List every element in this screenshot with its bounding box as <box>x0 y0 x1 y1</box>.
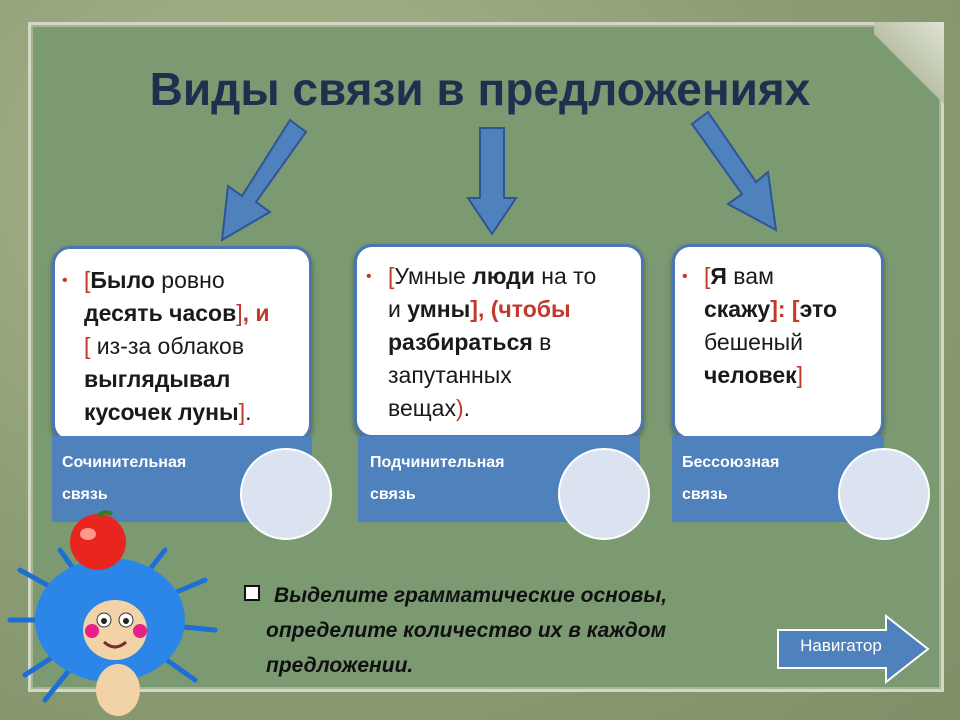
category-label-compound: Сочинительная связь <box>62 454 187 503</box>
navigator-button-label[interactable]: Навигатор <box>800 636 882 655</box>
navigator-button[interactable] <box>776 614 930 684</box>
task-line-2: определите количество их в каждом <box>266 619 667 642</box>
decorative-circle-asyndetic <box>838 448 930 540</box>
card-compound <box>52 246 312 442</box>
left-down-arrow-icon <box>220 118 308 242</box>
bullet-icon: • <box>62 272 68 289</box>
task-instructions: Выделите грамматические основы, определи… <box>246 578 786 683</box>
decorative-circle-compound <box>240 448 332 540</box>
checkbox-icon <box>244 585 260 601</box>
sentence-compound: • [Было ровно десять часов], и [ из-за о… <box>62 264 308 429</box>
category-label-complex: Подчинительная связь <box>370 454 505 503</box>
center-down-arrow-icon <box>466 127 518 236</box>
task-line-3: предложении. <box>266 654 414 677</box>
sentence-asyndetic: • [Я вам скажу]: [это бешеный человек] <box>682 260 880 392</box>
bullet-icon: • <box>366 268 372 285</box>
category-label-asyndetic: Бессоюзная связь <box>682 454 780 503</box>
hedgehog-with-apple-icon <box>7 510 218 716</box>
page-curl-decoration <box>874 22 944 132</box>
decorative-circle-complex <box>558 448 650 540</box>
bullet-icon: • <box>682 268 688 285</box>
right-down-arrow-icon <box>690 110 778 232</box>
slide-title: Виды связи в предложениях <box>149 63 811 115</box>
task-line-1: Выделите грамматические основы, <box>274 584 668 607</box>
sentence-complex: • [Умные люди на то и умны], (чтобы разб… <box>366 260 642 425</box>
